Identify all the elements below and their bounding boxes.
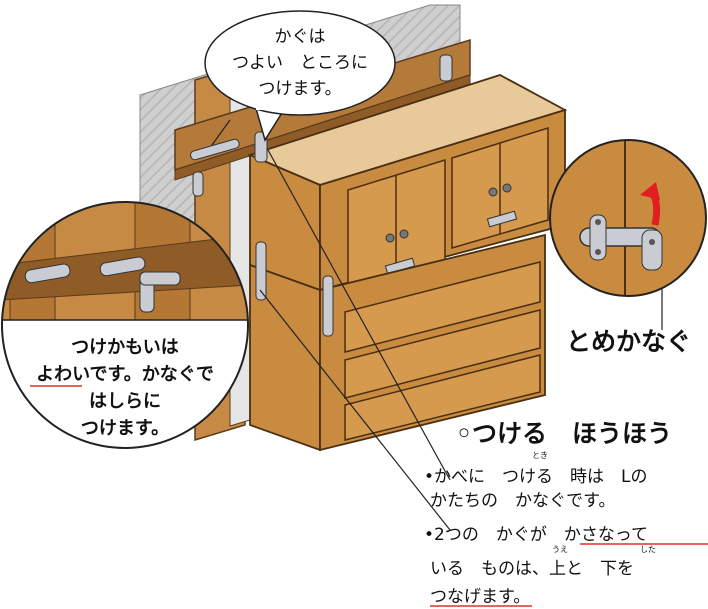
bullet2-line2: いる ものは、上と 下を bbox=[430, 559, 634, 579]
ruby-shita: した bbox=[640, 545, 656, 554]
bullet2-line3: つなげます。 bbox=[430, 587, 530, 607]
bullet1-line1: •かべに つける 時は Lの bbox=[424, 467, 648, 487]
left-circle-line-1: つけかもいは bbox=[71, 337, 179, 358]
ruby-toki: とき bbox=[532, 451, 548, 460]
method-notes: ◦つける ほうほう とき •かべに つける 時は Lの かたちの かなぐです。 … bbox=[424, 419, 708, 607]
right-zoom-circle: とめかなぐ bbox=[549, 139, 707, 356]
left-zoom-circle: つけかもいは よわいです。かなぐで はしらに つけます。 bbox=[1, 201, 249, 449]
lower-cabinet bbox=[249, 233, 546, 452]
speech-bubble: かぐは つよい ところに つけます。 bbox=[204, 10, 396, 142]
method-heading: ◦つける ほうほう bbox=[456, 419, 672, 448]
bubble-line-1: かぐは bbox=[275, 27, 326, 47]
upper-cabinet bbox=[247, 74, 568, 292]
bubble-line-3: つけます。 bbox=[258, 79, 341, 99]
bullet2-line1: •2つの かぐが かさなって bbox=[424, 525, 648, 545]
metal-fittings bbox=[190, 54, 453, 337]
left-circle-line-2: よわいです。かなぐで bbox=[36, 364, 214, 385]
bubble-line-2: つよい ところに bbox=[232, 53, 368, 73]
left-circle-line-3: はしらに bbox=[89, 391, 161, 412]
left-circle-line-4: つけます。 bbox=[81, 418, 169, 439]
latch-label: とめかなぐ bbox=[566, 327, 691, 356]
bullet1-line2: かたちの かなぐです。 bbox=[430, 491, 615, 511]
ruby-ue: うえ bbox=[552, 545, 568, 554]
